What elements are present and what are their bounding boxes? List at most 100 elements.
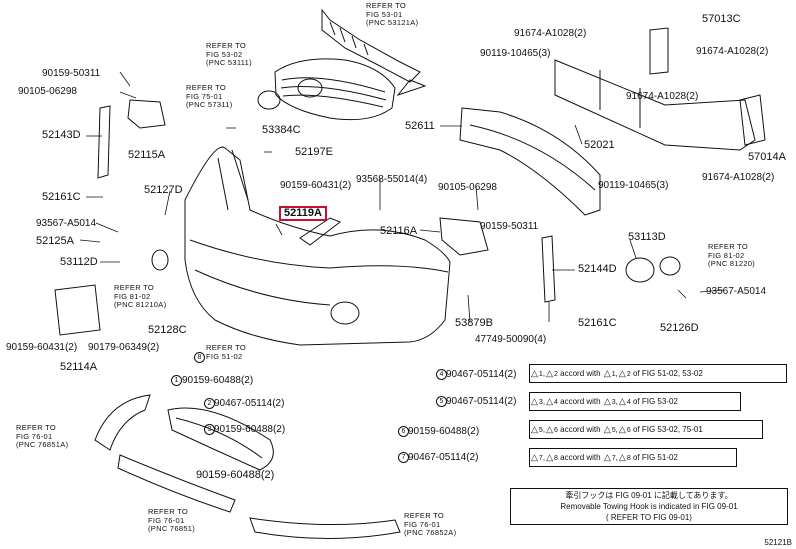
highlighted-part-label[interactable]: 52119A — [279, 206, 327, 221]
warning-triangle-icon: △ — [603, 368, 611, 378]
warning-triangle-icon: △ — [531, 368, 538, 378]
part-label[interactable]: 52126D — [660, 322, 699, 334]
license-bracket-drawing — [54, 284, 101, 336]
part-label[interactable]: 52116A — [380, 225, 418, 237]
part-label[interactable]: 53113D — [628, 231, 666, 243]
accord-note-box: △7,△8 accord with △7,△8 of FIG 51-02 — [529, 448, 737, 467]
diagram-code: 52121B — [764, 538, 792, 547]
part-label[interactable]: 47749-50090(4) — [475, 334, 547, 345]
part-label[interactable]: 90467-05114(2) — [446, 396, 517, 407]
part-label[interactable]: 52127D — [144, 184, 183, 196]
accord-note-box: △5,△6 accord with △5,△6 of FIG 53-02, 75… — [529, 420, 763, 439]
callout-marker: 2 — [204, 398, 217, 409]
part-label[interactable]: 57013C — [702, 13, 741, 25]
part-label[interactable]: 90467-05114(2) — [408, 452, 479, 463]
part-label[interactable]: 91674-A1028(2) — [626, 91, 699, 102]
warning-triangle-icon: △ — [531, 396, 538, 406]
warning-triangle-icon: △ — [531, 424, 538, 434]
callout-marker: 5 — [436, 396, 449, 407]
part-label[interactable]: 93567-A5014 — [706, 286, 767, 297]
part-label[interactable]: 52144D — [578, 263, 617, 275]
part-label[interactable]: 90105-06298 — [18, 86, 77, 97]
towing-hook-note: 牽引フックは FIG 09-01 に記載してあります。 Removable To… — [510, 488, 788, 525]
part-label[interactable]: 52021 — [584, 139, 615, 151]
leader-lines — [79, 71, 725, 323]
part-label[interactable]: 90159-60488(2) — [408, 426, 480, 437]
accord-note-box: △1,△2 accord with △1,△2 of FIG 51-02, 53… — [529, 364, 787, 383]
warning-triangle-icon: △ — [546, 452, 553, 462]
front-bumper-cover-drawing — [184, 146, 451, 346]
part-label[interactable]: 52128C — [148, 324, 187, 336]
part-label[interactable]: 53384C — [262, 124, 301, 136]
callout-marker: 1 — [171, 375, 184, 386]
part-label[interactable]: 52114A — [60, 361, 98, 373]
part-label[interactable]: 91674-A1028(2) — [702, 172, 775, 183]
bracket-right-drawing — [439, 217, 489, 256]
part-label[interactable]: 90119-10465(3) — [598, 180, 669, 191]
side-bracket-left-drawing — [97, 105, 111, 179]
part-label[interactable]: 90179-06349(2) — [88, 342, 160, 353]
spoiler-lower-drawing — [117, 454, 236, 513]
part-label[interactable]: 52161C — [578, 317, 617, 329]
part-label[interactable]: 90159-50311 — [480, 221, 539, 232]
warning-triangle-icon: △ — [546, 396, 553, 406]
lower-grille-drawing — [167, 407, 274, 471]
callout-marker: 4 — [436, 369, 449, 380]
upper-grille-drawing — [274, 8, 427, 121]
part-label[interactable]: 52125A — [36, 235, 74, 247]
spoiler-left-drawing — [94, 394, 151, 451]
warning-triangle-icon: △ — [531, 452, 538, 462]
part-label[interactable]: 90159-60488(2) — [182, 375, 254, 386]
bumper-reinforcement-drawing — [459, 107, 601, 216]
accord-note-box: △3,△4 accord with △3,△4 of FIG 53-02 — [529, 392, 741, 411]
bumper-arm-drawing — [554, 27, 766, 151]
part-label[interactable]: 93567-A5014 — [36, 218, 97, 229]
towing-note-jp: 牽引フックは FIG 09-01 に記載してあります。 — [565, 491, 733, 500]
fog-lamp-left-drawing — [151, 249, 169, 271]
warning-triangle-icon: △ — [618, 396, 626, 406]
part-label[interactable]: 52143D — [42, 129, 81, 141]
warning-triangle-icon: △ — [546, 424, 553, 434]
part-label[interactable]: 52161C — [42, 191, 81, 203]
spoiler-right-drawing — [249, 517, 401, 539]
fog-lamp-right-drawing — [659, 256, 681, 276]
callout-marker: 6 — [398, 426, 411, 437]
warning-triangle-icon: △ — [618, 368, 626, 378]
part-label[interactable]: 90159-60431(2) — [280, 180, 352, 191]
part-label[interactable]: 52115A — [128, 149, 166, 161]
part-label[interactable]: 90467-05114(2) — [214, 398, 285, 409]
warning-triangle-icon: △ — [603, 396, 611, 406]
part-label[interactable]: 90159-50311 — [42, 68, 101, 79]
bumper-retainer-drawing — [127, 99, 166, 129]
part-label[interactable]: 52611 — [405, 120, 435, 132]
part-label[interactable]: 90159-60431(2) — [6, 342, 78, 353]
side-support-right-drawing — [541, 235, 556, 303]
part-label[interactable]: 91674-A1028(2) — [514, 28, 587, 39]
part-label[interactable]: 53112D — [60, 256, 98, 268]
part-label[interactable]: 90159-60488(2) — [196, 469, 275, 481]
part-label[interactable]: 90467-05114(2) — [446, 369, 517, 380]
part-label[interactable]: 57014A — [748, 151, 786, 163]
part-label[interactable]: 90119-10465(3) — [480, 48, 551, 59]
part-label[interactable]: 52197E — [295, 146, 333, 158]
part-label[interactable]: 90105-06298 — [438, 182, 497, 193]
towing-note-ref[interactable]: ( REFER TO FIG 09-01) — [606, 513, 692, 522]
part-label[interactable]: 91674-A1028(2) — [696, 46, 769, 57]
warning-triangle-icon: △ — [546, 368, 553, 378]
part-label[interactable]: 53879B — [455, 317, 493, 329]
part-label[interactable]: 90159-60488(2) — [214, 424, 286, 435]
warning-triangle-icon: △ — [618, 424, 626, 434]
part-label[interactable]: 93568-55014(4) — [356, 174, 428, 185]
callout-marker: 7 — [398, 452, 411, 463]
emblem-ring-drawing — [257, 90, 281, 110]
